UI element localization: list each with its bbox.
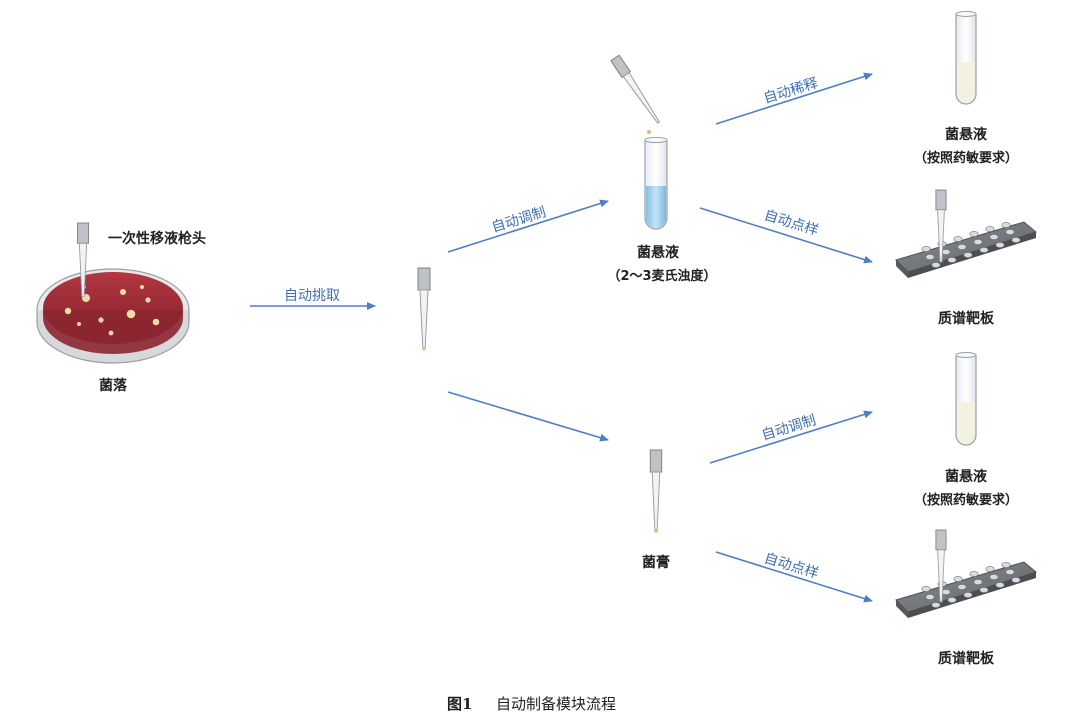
out4-label: 质谱靶板 <box>938 650 995 667</box>
suspension-sub: （2～3麦氏浊度） <box>607 268 716 284</box>
target-plate-1 <box>895 189 1037 279</box>
out1-sub: （按照药敏要求） <box>914 150 1018 166</box>
prep-susp-arrow <box>447 199 609 253</box>
out3-sub: （按照药敏要求） <box>914 492 1018 508</box>
spot1-arrow <box>699 207 873 264</box>
pick-label: 自动挑取 <box>284 288 340 304</box>
petri-dish <box>36 222 190 364</box>
paste-label: 菌膏 <box>642 554 670 571</box>
to-paste-arrow <box>447 391 609 442</box>
tip-label: 一次性移液枪头 <box>108 230 206 247</box>
output-tube-1 <box>955 11 977 105</box>
output-tube-2 <box>955 352 977 446</box>
out2-label: 质谱靶板 <box>938 310 995 327</box>
paste-tip <box>649 449 663 533</box>
dilute-arrow <box>715 72 873 125</box>
figure-caption: 自动制备模块流程 <box>496 695 616 713</box>
out3-label: 菌悬液 <box>945 468 988 485</box>
dilute-label: 自动稀释 <box>762 75 820 107</box>
prep2-label: 自动调制 <box>760 412 818 444</box>
dropping-pipette-icon <box>610 54 661 134</box>
spot2-label: 自动点样 <box>762 550 820 582</box>
out1-label: 菌悬液 <box>945 126 988 143</box>
colony-label: 菌落 <box>99 377 128 394</box>
prep2-arrow <box>709 410 873 464</box>
suspension-label: 菌悬液 <box>637 244 680 261</box>
prep-susp-label: 自动调制 <box>490 204 548 236</box>
suspension-tube <box>644 136 668 230</box>
spot1-label: 自动点样 <box>762 207 820 239</box>
spot2-arrow <box>715 551 873 603</box>
pipette-tip-center <box>417 267 431 351</box>
figure-number: 图1 <box>447 695 472 713</box>
target-plate-2 <box>895 529 1037 619</box>
